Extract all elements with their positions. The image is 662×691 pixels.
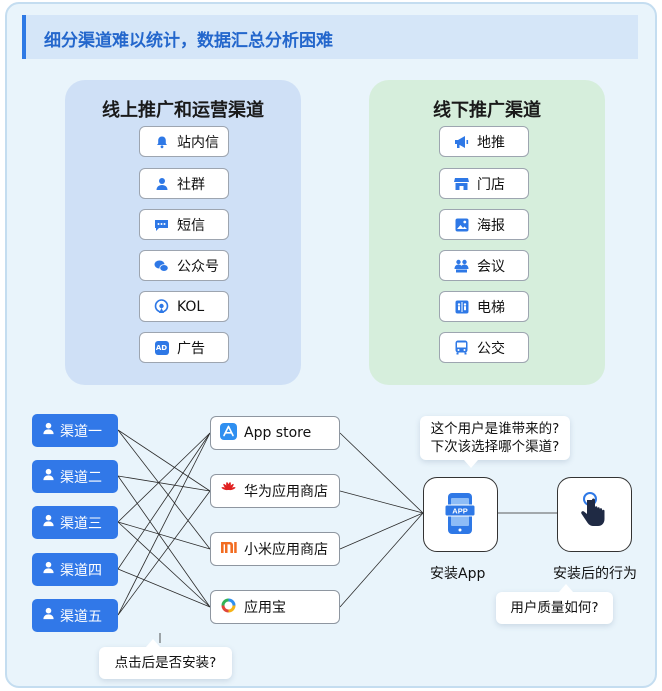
offline-panel-title: 线下推广渠道 <box>433 100 541 121</box>
broadcast-icon <box>154 299 169 314</box>
chip-ground-promotion: 地推 <box>439 126 529 157</box>
user-icon <box>42 607 55 624</box>
store-app-store[interactable]: App store <box>210 416 340 450</box>
chip-community: 社群 <box>139 168 229 199</box>
store-icon <box>454 176 469 191</box>
chip-store: 门店 <box>439 168 529 199</box>
channel-label: 渠道四 <box>60 562 102 579</box>
channel-label: 渠道二 <box>60 469 102 486</box>
header-banner: 细分渠道难以统计，数据汇总分析困难 <box>22 15 638 59</box>
channel-3[interactable]: 渠道三 <box>32 506 118 539</box>
user-icon <box>154 176 169 191</box>
post-install-box <box>557 477 632 552</box>
bus-icon <box>454 340 469 355</box>
chip-label: 地推 <box>477 134 505 151</box>
message-icon <box>154 217 169 232</box>
post-install-caption: 安装后的行为 <box>553 566 637 582</box>
online-panel-title: 线上推广和运营渠道 <box>102 100 264 121</box>
user-icon <box>42 422 55 439</box>
question-line-2: 下次该选择哪个渠道? <box>430 439 560 455</box>
channel-label: 渠道一 <box>60 423 102 440</box>
user-icon <box>42 468 55 485</box>
user-icon <box>42 514 55 531</box>
app-badge-text: APP <box>452 507 467 516</box>
chip-meeting: 会议 <box>439 250 529 281</box>
chip-label: 站内信 <box>177 134 219 151</box>
store-label: App store <box>244 425 312 441</box>
chip-label: 海报 <box>477 217 505 234</box>
chip-label: 公交 <box>477 340 505 357</box>
elevator-icon <box>454 299 469 314</box>
phone-app-icon: APP <box>444 493 476 534</box>
wechat-icon <box>154 258 169 273</box>
chip-label: 社群 <box>177 176 205 193</box>
chip-label: 公众号 <box>177 258 219 275</box>
megaphone-icon <box>454 134 469 149</box>
poster-icon <box>454 217 469 232</box>
chip-label: 广告 <box>177 340 205 357</box>
question-bubble: 这个用户是谁带来的? 下次该选择哪个渠道? <box>420 416 570 468</box>
chip-label: 会议 <box>477 258 505 275</box>
install-app-box: APP <box>423 477 498 552</box>
chip-label: 电梯 <box>477 299 505 316</box>
chip-poster: 海报 <box>439 209 529 240</box>
bell-icon <box>154 134 169 149</box>
app-store-icon <box>220 422 237 444</box>
chip-station-message: 站内信 <box>139 126 229 157</box>
chip-bus: 公交 <box>439 332 529 363</box>
xiaomi-icon <box>220 540 237 559</box>
chip-elevator: 电梯 <box>439 291 529 322</box>
channel-4[interactable]: 渠道四 <box>32 553 118 586</box>
channel-5[interactable]: 渠道五 <box>32 599 118 632</box>
chip-kol: KOL <box>139 291 229 322</box>
chip-label: 短信 <box>177 217 205 234</box>
install-app-caption: 安装App <box>430 566 486 582</box>
chip-sms: 短信 <box>139 209 229 240</box>
channel-1[interactable]: 渠道一 <box>32 414 118 447</box>
channel-2[interactable]: 渠道二 <box>32 460 118 493</box>
ad-icon: AD <box>154 340 169 355</box>
channel-label: 渠道三 <box>60 515 102 532</box>
store-huawei[interactable]: 华为应用商店 <box>210 474 340 508</box>
install-bubble: 点击后是否安装? <box>99 639 232 679</box>
store-label: 小米应用商店 <box>244 542 328 558</box>
chip-label: KOL <box>177 298 205 315</box>
quality-bubble: 用户质量如何? <box>496 584 613 624</box>
chip-official-account: 公众号 <box>139 250 229 281</box>
question-line-1: 这个用户是谁带来的? <box>430 421 560 437</box>
store-label: 应用宝 <box>244 600 286 616</box>
yingyongbao-icon <box>220 597 237 618</box>
meeting-icon <box>454 258 469 273</box>
store-label: 华为应用商店 <box>244 484 328 500</box>
store-xiaomi[interactable]: 小米应用商店 <box>210 532 340 566</box>
chip-advertising: AD 广告 <box>139 332 229 363</box>
user-icon <box>42 561 55 578</box>
tap-hand-icon <box>581 492 605 526</box>
huawei-icon <box>220 481 237 501</box>
banner-title: 细分渠道难以统计，数据汇总分析困难 <box>44 31 333 51</box>
channel-label: 渠道五 <box>60 608 102 625</box>
store-yingyongbao[interactable]: 应用宝 <box>210 590 340 624</box>
chip-label: 门店 <box>477 176 505 193</box>
